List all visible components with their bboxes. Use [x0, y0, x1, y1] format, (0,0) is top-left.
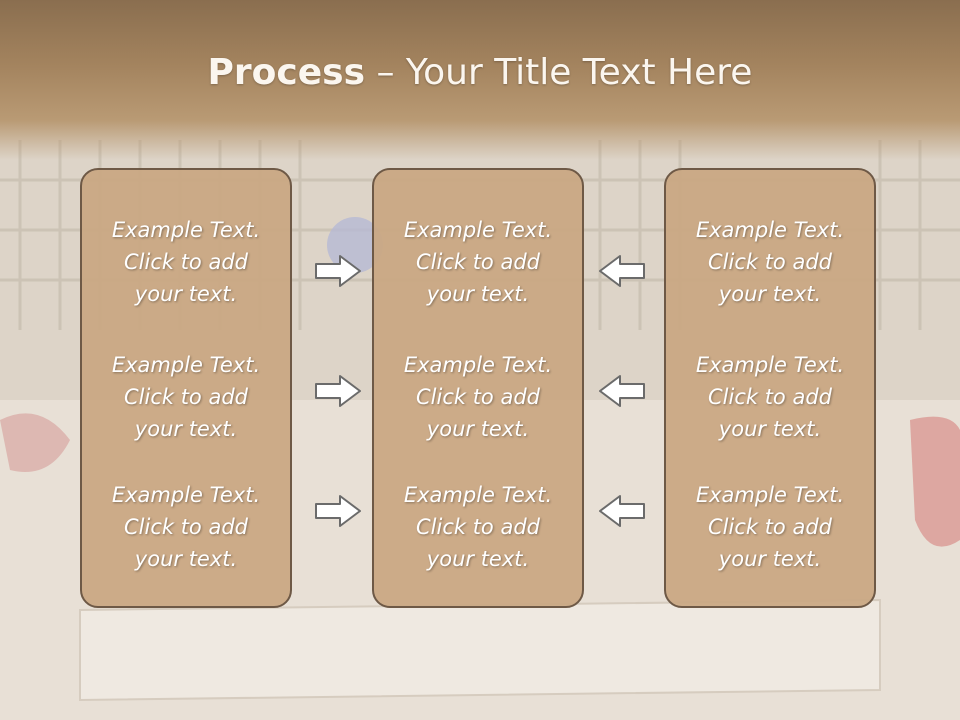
- process-column-right[interactable]: Example Text. Click to add your text. Ex…: [664, 168, 876, 608]
- text-line: your text.: [426, 417, 530, 441]
- arrow-right-icon[interactable]: [314, 254, 362, 288]
- text-line: your text.: [718, 417, 822, 441]
- text-line: your text.: [426, 547, 530, 571]
- text-line: your text.: [718, 547, 822, 571]
- text-placeholder[interactable]: Example Text. Click to add your text.: [374, 214, 582, 310]
- text-placeholder[interactable]: Example Text. Click to add your text.: [666, 214, 874, 310]
- text-placeholder[interactable]: Example Text. Click to add your text.: [82, 214, 290, 310]
- text-line: Click to add: [123, 385, 248, 409]
- text-placeholder[interactable]: Example Text. Click to add your text.: [374, 349, 582, 445]
- slide-title[interactable]: Process – Your Title Text Here: [0, 52, 960, 93]
- text-line: Example Text.: [403, 353, 553, 377]
- text-line: Example Text.: [695, 353, 845, 377]
- text-placeholder[interactable]: Example Text. Click to add your text.: [666, 479, 874, 575]
- text-line: Click to add: [123, 515, 248, 539]
- text-line: Example Text.: [695, 483, 845, 507]
- title-band: [0, 0, 960, 160]
- arrow-right-icon[interactable]: [314, 374, 362, 408]
- text-line: Click to add: [707, 515, 832, 539]
- text-line: Example Text.: [695, 218, 845, 242]
- process-column-middle[interactable]: Example Text. Click to add your text. Ex…: [372, 168, 584, 608]
- text-line: Click to add: [707, 250, 832, 274]
- text-line: Click to add: [707, 385, 832, 409]
- text-line: Example Text.: [111, 353, 261, 377]
- text-line: Click to add: [415, 385, 540, 409]
- text-line: your text.: [718, 282, 822, 306]
- text-placeholder[interactable]: Example Text. Click to add your text.: [666, 349, 874, 445]
- text-line: Click to add: [415, 515, 540, 539]
- process-column-left[interactable]: Example Text. Click to add your text. Ex…: [80, 168, 292, 608]
- arrow-left-icon[interactable]: [598, 374, 646, 408]
- text-placeholder[interactable]: Example Text. Click to add your text.: [82, 479, 290, 575]
- text-line: Example Text.: [403, 218, 553, 242]
- text-line: Click to add: [123, 250, 248, 274]
- text-line: your text.: [134, 547, 238, 571]
- arrow-left-icon[interactable]: [598, 494, 646, 528]
- text-line: Example Text.: [403, 483, 553, 507]
- text-placeholder[interactable]: Example Text. Click to add your text.: [374, 479, 582, 575]
- title-bold: Process: [207, 52, 366, 93]
- text-placeholder[interactable]: Example Text. Click to add your text.: [82, 349, 290, 445]
- arrow-left-icon[interactable]: [598, 254, 646, 288]
- text-line: Click to add: [415, 250, 540, 274]
- title-rest: – Your Title Text Here: [365, 52, 753, 93]
- arrow-right-icon[interactable]: [314, 494, 362, 528]
- text-line: your text.: [426, 282, 530, 306]
- text-line: your text.: [134, 282, 238, 306]
- text-line: Example Text.: [111, 483, 261, 507]
- text-line: Example Text.: [111, 218, 261, 242]
- text-line: your text.: [134, 417, 238, 441]
